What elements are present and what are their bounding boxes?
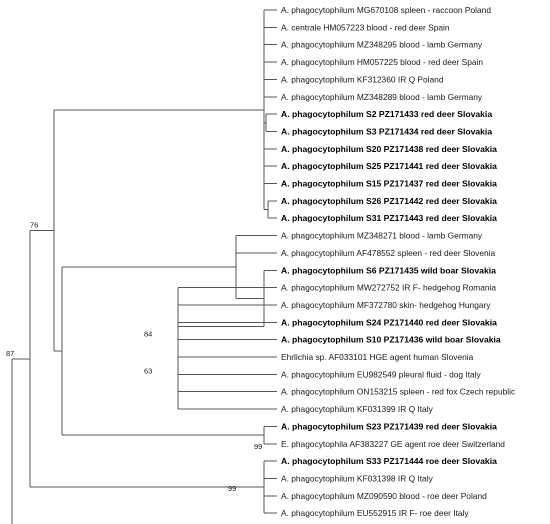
leaf-label: A. phagocytophilum EU552915 IR F- roe de… bbox=[281, 508, 469, 518]
bootstrap-label-n99a: 99 bbox=[254, 442, 262, 451]
leaf-label: A. phagocytophilum S3 PZ171434 red deer … bbox=[281, 126, 492, 136]
leaf-label: E. phagocytophila AF383227 GE agent roe … bbox=[281, 439, 505, 449]
leaf-label: A. phagocytophilum ON153215 spleen - red… bbox=[281, 387, 515, 397]
leaf-label: A. phagocytophilum KF031398 IR Q Italy bbox=[281, 473, 434, 483]
bootstrap-values: 76 87 84 63 99 99 bbox=[6, 220, 262, 493]
bootstrap-label-n76: 76 bbox=[30, 220, 38, 229]
leaf-label: A. phagocytophilum S2 PZ171433 red deer … bbox=[281, 109, 492, 119]
leaf-label: A. phagocytophilum S24 PZ171440 red deer… bbox=[281, 317, 497, 327]
tree-branches bbox=[11, 9, 277, 524]
bootstrap-label-n84: 84 bbox=[144, 330, 152, 339]
leaf-label: A. phagocytophilum S31 PZ171443 red deer… bbox=[281, 213, 497, 223]
bootstrap-label-n63: 63 bbox=[144, 367, 152, 376]
leaf-label: A. phagocytophilum S20 PZ171438 red deer… bbox=[281, 144, 497, 154]
leaf-label: A. phagocytophilum HM057225 blood - red … bbox=[281, 57, 483, 67]
leaf-label: A. phagocytophilum MZ348271 blood - lamb… bbox=[281, 231, 483, 241]
leaf-label: A. phagocytophilum S6 PZ171435 wild boar… bbox=[281, 265, 496, 275]
leaf-label: A. phagocytophilum S26 PZ171442 red deer… bbox=[281, 196, 497, 206]
leaf-label: A. phagocytophilum MZ348289 blood - lamb… bbox=[281, 92, 483, 102]
leaf-label: Ehrlichia sp. AF033101 HGE agent human S… bbox=[281, 352, 474, 362]
leaf-label: A. phagocytophilum MZ090590 blood - roe … bbox=[281, 491, 487, 501]
leaf-label: A. phagocytophilum S33 PZ171444 roe deer… bbox=[281, 456, 497, 466]
leaf-label: A. phagocytophilum S25 PZ171441 red deer… bbox=[281, 161, 497, 171]
leaf-label: A. phagocytophilum MF372780 skin- hedgeh… bbox=[281, 300, 491, 310]
leaf-label: A. phagocytophilum MG670108 spleen - rac… bbox=[281, 5, 491, 15]
leaf-label: A. phagocytophilum S23 PZ171439 red deer… bbox=[281, 421, 497, 431]
bootstrap-label-n87: 87 bbox=[6, 349, 14, 358]
leaf-label: A. centrale HM057223 blood - red deer Sp… bbox=[281, 22, 450, 32]
leaf-label: A. phagocytophilum MW272752 IR F- hedgeh… bbox=[281, 283, 496, 293]
leaf-label: A. phagocytophilum EU982549 pleural flui… bbox=[281, 369, 482, 379]
leaf-label: A. phagocytophilum KF312360 IR Q Poland bbox=[281, 74, 444, 84]
leaf-label: A. phagocytophilum S15 PZ171437 red deer… bbox=[281, 179, 497, 189]
leaf-label: A. phagocytophilum KF031399 IR Q Italy bbox=[281, 404, 434, 414]
leaf-label: A. phagocytophilum AF478552 spleen - red… bbox=[281, 248, 496, 258]
leaf-labels: A. phagocytophilum MG670108 spleen - rac… bbox=[281, 5, 515, 518]
leaf-label: A. phagocytophilum S10 PZ171436 wild boa… bbox=[281, 335, 501, 345]
leaf-label: A. phagocytophilum MZ348295 blood - lamb… bbox=[281, 40, 483, 50]
bootstrap-label-n99b: 99 bbox=[228, 484, 236, 493]
